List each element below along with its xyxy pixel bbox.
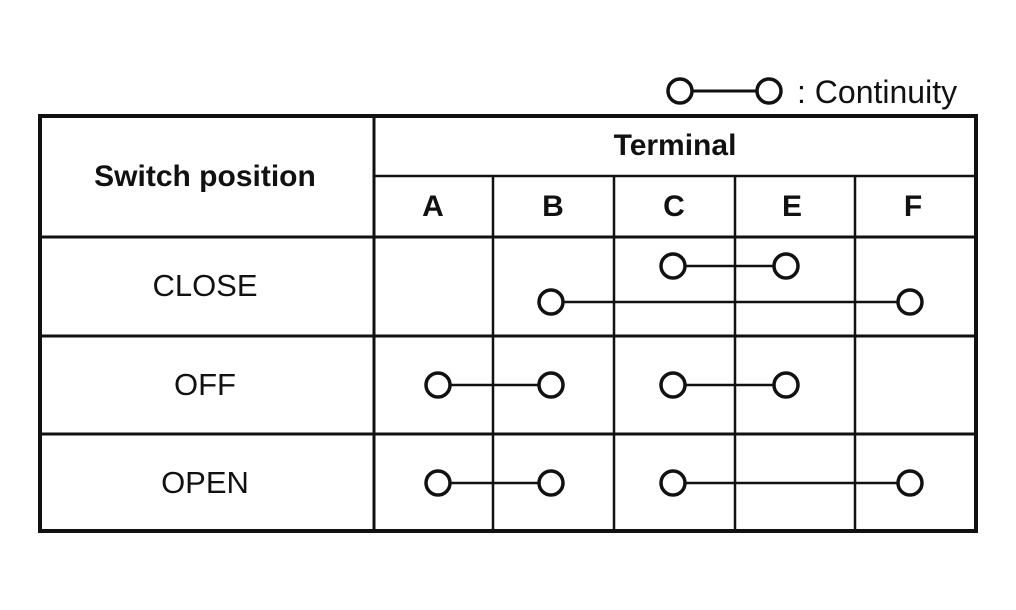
terminal-label-a: A <box>422 190 444 223</box>
position-label-off: OFF <box>174 367 236 402</box>
terminal-label-c: C <box>663 190 685 223</box>
conn-close-c-e-terminal-c <box>659 252 687 280</box>
conn-open-a-b-terminal-a <box>424 469 452 497</box>
terminal-group-header: Terminal <box>614 129 737 162</box>
terminal-label-e: E <box>782 190 802 223</box>
position-label-close: CLOSE <box>152 268 257 303</box>
conn-open-a-b-terminal-b <box>537 469 565 497</box>
conn-off-c-e-terminal-e <box>772 371 800 399</box>
conn-close-b-f-terminal-f <box>896 288 924 316</box>
table-grid <box>38 114 978 533</box>
conn-close-c-e-terminal-e <box>772 252 800 280</box>
table-border <box>38 114 978 533</box>
corner-label: Switch position <box>94 160 316 193</box>
conn-off-c-e-terminal-c <box>659 371 687 399</box>
position-label-open: OPEN <box>161 465 249 500</box>
conn-open-c-f-terminal-c <box>659 469 687 497</box>
conn-open-c-f-terminal-f <box>896 469 924 497</box>
conn-close-b-f-terminal-b <box>537 288 565 316</box>
legend-circle-right <box>755 77 783 105</box>
continuity-connections <box>424 252 924 497</box>
terminal-label-f: F <box>904 190 922 223</box>
legend-label: : Continuity <box>797 74 957 110</box>
legend-circle-left <box>666 77 694 105</box>
terminal-label-b: B <box>542 190 564 223</box>
legend: : Continuity <box>666 74 957 110</box>
conn-off-a-b-terminal-a <box>424 371 452 399</box>
conn-off-a-b-terminal-b <box>537 371 565 399</box>
